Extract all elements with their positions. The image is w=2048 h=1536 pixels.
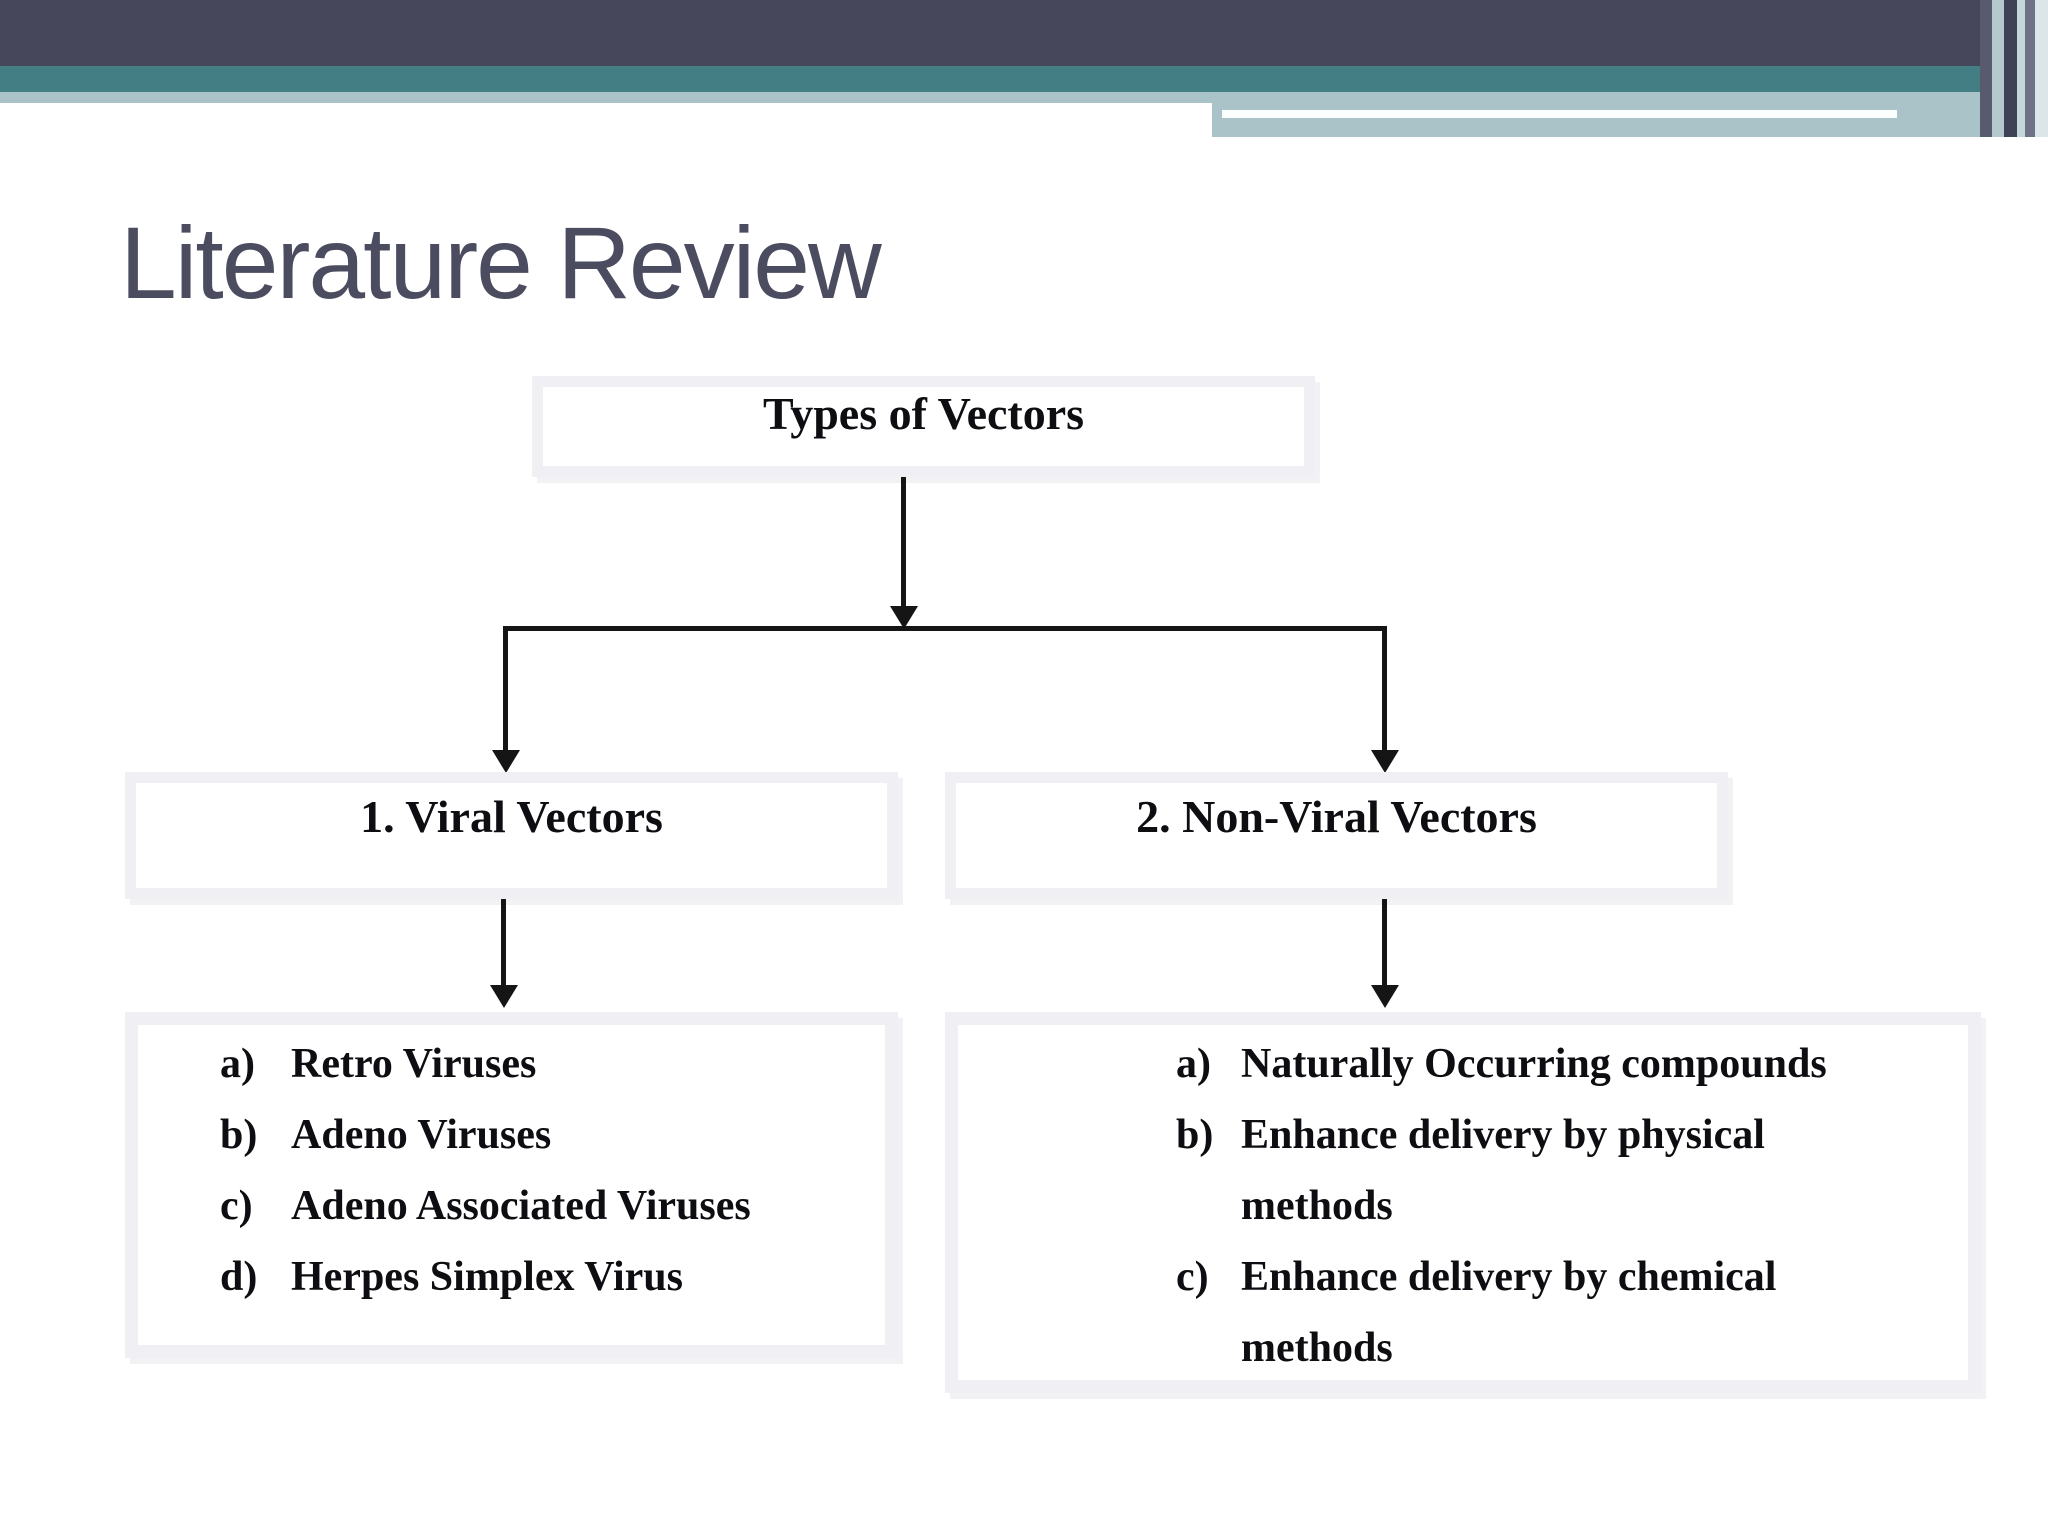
arrow-split-right-stem [1382, 626, 1387, 752]
arrow-root-stem [901, 477, 906, 607]
list-item: a) Naturally Occurring compounds [1176, 1029, 1968, 1100]
list-item-label: c) [220, 1183, 253, 1229]
list-item-label: a) [1176, 1041, 1211, 1087]
list-item-line: Naturally Occurring compounds [1241, 1041, 1827, 1087]
list-item-label: a) [220, 1041, 255, 1087]
corner-stripe [2004, 0, 2017, 137]
list-item-line: Retro Viruses [291, 1041, 537, 1087]
list-item-text: Adeno Viruses [291, 1100, 551, 1171]
list-item-label: b) [1176, 1112, 1214, 1158]
node-viral-vectors: 1. Viral Vectors [125, 772, 898, 899]
arrowhead-viral-icon [490, 985, 518, 1008]
list-item-label: b) [220, 1112, 258, 1158]
arrowhead-split-right-icon [1371, 750, 1399, 773]
node-label: 2. Non-Viral Vectors [1136, 791, 1537, 842]
header-light-stripe [0, 92, 1212, 103]
list-item-text: Naturally Occurring compounds [1241, 1029, 1827, 1100]
arrow-split-left-stem [503, 626, 508, 752]
corner-stripe [2025, 0, 2035, 137]
node-non-viral-vectors: 2. Non-Viral Vectors [945, 772, 1728, 899]
list-item-line: Adeno Viruses [291, 1112, 552, 1158]
list-viral-vectors: a) Retro Viruses b) Adeno Viruses c) Adeno As… [125, 1012, 898, 1358]
list-non-viral-vectors: a) Naturally Occurring compounds b) Enhance… [945, 1012, 1981, 1393]
corner-stripe [1980, 0, 1992, 137]
list-item-label: d) [220, 1254, 258, 1300]
list-item-text: Enhance delivery by chemical methods [1241, 1242, 1776, 1384]
corner-stripe [1992, 0, 2004, 137]
list-item-line: methods [1241, 1325, 1393, 1371]
arrow-non-viral-stem [1382, 899, 1387, 987]
node-label: 1. Viral Vectors [360, 791, 663, 842]
list-item: c) Adeno Associated Viruses [220, 1171, 885, 1242]
page-title: Literature Review [120, 206, 882, 320]
list-rows: a) Retro Viruses b) Adeno Viruses c) Adeno As… [138, 1025, 885, 1313]
arrowhead-root-icon [890, 606, 918, 629]
list-item-line: Herpes Simplex Virus [291, 1254, 684, 1300]
list-item-line: Enhance delivery by physical [1241, 1112, 1765, 1158]
corner-stripes-decoration [1980, 0, 2048, 137]
list-item-line: Enhance delivery by chemical [1241, 1254, 1777, 1300]
list-item-line: Adeno Associated Viruses [291, 1183, 751, 1229]
split-line [503, 626, 1387, 631]
list-item: b) Adeno Viruses [220, 1100, 885, 1171]
corner-stripe [2017, 0, 2025, 137]
node-label: Types of Vectors [762, 388, 1085, 439]
header-teal-bar [0, 66, 2048, 92]
list-item: b) Enhance delivery by physical methods [1176, 1100, 1968, 1242]
list-item-text: Herpes Simplex Virus [291, 1242, 683, 1313]
list-rows: a) Naturally Occurring compounds b) Enhance… [958, 1025, 1968, 1384]
arrowhead-non-viral-icon [1371, 985, 1399, 1008]
list-item-line: methods [1241, 1183, 1393, 1229]
header-dark-bar [0, 0, 2048, 66]
list-item-text: Adeno Associated Viruses [291, 1171, 751, 1242]
list-item-label: c) [1176, 1254, 1209, 1300]
node-types-of-vectors: Types of Vectors [532, 376, 1315, 477]
corner-stripe [2035, 0, 2048, 137]
list-item: c) Enhance delivery by chemical methods [1176, 1242, 1968, 1384]
list-item: a) Retro Viruses [220, 1029, 885, 1100]
header-white-stripe [1222, 110, 1897, 118]
list-item-text: Enhance delivery by physical methods [1241, 1100, 1765, 1242]
arrow-viral-stem [501, 899, 506, 987]
list-item: d) Herpes Simplex Virus [220, 1242, 885, 1313]
list-item-text: Retro Viruses [291, 1029, 536, 1100]
arrowhead-split-left-icon [492, 750, 520, 773]
